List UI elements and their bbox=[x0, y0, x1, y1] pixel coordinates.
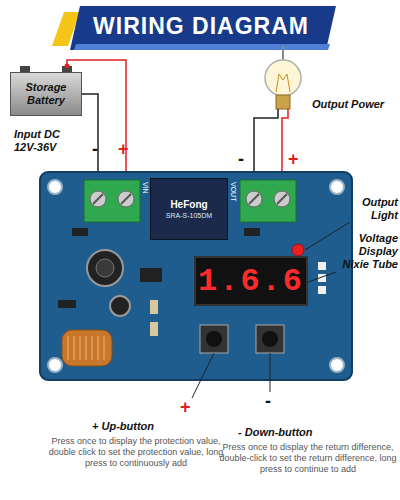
battery-label: Storage Battery bbox=[11, 81, 81, 107]
capacitor-top bbox=[96, 259, 114, 277]
terminal-screw bbox=[90, 191, 106, 207]
header-pin bbox=[318, 286, 326, 294]
display-box: 1.6.6 bbox=[194, 256, 308, 306]
polarity-sign: - bbox=[238, 150, 244, 168]
display-digits: 1.6.6 bbox=[198, 263, 304, 300]
leader-line bbox=[308, 272, 336, 282]
screw-slot bbox=[121, 194, 131, 204]
button-cap bbox=[206, 331, 222, 347]
diode bbox=[244, 228, 260, 236]
screw-slot bbox=[277, 194, 287, 204]
bulb-cord bbox=[282, 46, 284, 60]
relay-marking: HeFong bbox=[170, 199, 207, 210]
diode bbox=[72, 228, 88, 236]
leader-line bbox=[270, 353, 271, 392]
button-label: + Up-button bbox=[92, 420, 212, 432]
input-label: Input DC 12V-36V bbox=[14, 128, 72, 154]
pcb-marking: VIN bbox=[142, 182, 149, 194]
light-bulb bbox=[265, 60, 301, 96]
wire-dot bbox=[65, 64, 70, 69]
resistor bbox=[150, 322, 158, 336]
screw-slot bbox=[93, 194, 103, 204]
terminal-screw bbox=[118, 191, 134, 207]
relay-marking: SRA-S-105DM bbox=[166, 212, 212, 219]
leader-line bbox=[305, 222, 350, 250]
header-pin bbox=[318, 262, 326, 270]
button-note: Press once to display the return differe… bbox=[218, 442, 398, 475]
banner-stripe bbox=[74, 44, 330, 50]
output-label: Output Power bbox=[312, 98, 398, 111]
inductor-coil bbox=[68, 336, 104, 360]
capacitor bbox=[87, 250, 123, 286]
up-button bbox=[200, 325, 228, 353]
polarity-sign: - bbox=[265, 392, 271, 410]
inductor bbox=[62, 330, 112, 366]
button-note: Press once to display the protection val… bbox=[46, 436, 226, 469]
screw-slot bbox=[249, 194, 259, 204]
mount-hole bbox=[330, 180, 344, 194]
resistor bbox=[150, 300, 158, 314]
output-terminal bbox=[240, 180, 296, 222]
pcb-board bbox=[40, 172, 352, 380]
chip bbox=[140, 268, 162, 282]
capacitor bbox=[110, 296, 130, 316]
bulb-filament bbox=[276, 74, 290, 92]
leader-line bbox=[192, 353, 214, 398]
polarity-sign: + bbox=[118, 140, 129, 158]
polarity-sign: + bbox=[180, 398, 191, 416]
output-led bbox=[292, 244, 304, 256]
bulb-base bbox=[276, 95, 290, 109]
button-label: - Down-button bbox=[238, 426, 358, 438]
title-banner bbox=[70, 6, 336, 50]
mount-hole bbox=[48, 358, 62, 372]
battery-box: Storage Battery bbox=[10, 72, 82, 116]
callout-label: Output Light bbox=[342, 196, 398, 222]
input-terminal bbox=[84, 180, 140, 222]
diode bbox=[58, 300, 76, 308]
callout-label: Voltage Display Nixie Tube bbox=[336, 232, 398, 271]
polarity-sign: + bbox=[288, 150, 299, 168]
relay-box: HeFongSRA-S-105DM bbox=[150, 178, 228, 240]
terminal-screw bbox=[274, 191, 290, 207]
down-button bbox=[256, 325, 284, 353]
mount-hole bbox=[48, 180, 62, 194]
button-cap bbox=[262, 331, 278, 347]
diagram-title: WIRING DIAGRAM bbox=[70, 13, 332, 40]
terminal-screw bbox=[246, 191, 262, 207]
mount-hole bbox=[330, 358, 344, 372]
polarity-sign: - bbox=[92, 140, 98, 158]
pcb-marking: VOUT bbox=[230, 182, 237, 201]
